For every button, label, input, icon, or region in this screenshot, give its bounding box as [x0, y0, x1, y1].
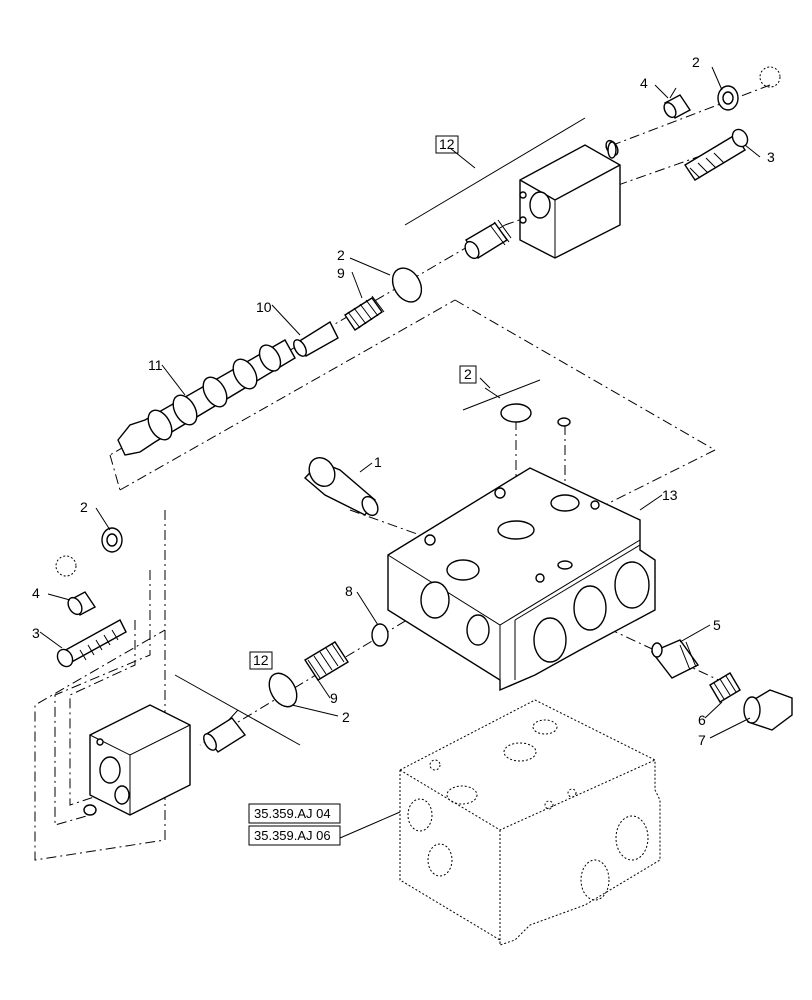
bracket-2-mid	[462, 379, 541, 411]
callout-labels: 1 2 3 4 2 9 10 11 2 4 3 8 9 2 13 5 6 7 1…	[32, 54, 775, 748]
callout-2-mid: 2	[464, 366, 472, 382]
callout-12-bottom: 12	[253, 652, 269, 668]
callout-6: 6	[698, 712, 706, 728]
washer-8	[371, 623, 389, 647]
bolt-3-top	[684, 128, 749, 181]
callout-9-top: 9	[337, 265, 345, 281]
callout-3-left: 3	[32, 625, 40, 641]
callout-11: 11	[148, 357, 163, 373]
oring-small-mid	[557, 417, 571, 427]
reference-box-1	[248, 803, 341, 824]
callout-5: 5	[713, 617, 721, 633]
callout-12-top-box	[435, 135, 459, 154]
callout-8: 8	[345, 583, 353, 599]
callout-4-top: 4	[640, 75, 648, 91]
callout-3-top: 3	[767, 149, 775, 165]
oring-2-mid	[500, 403, 532, 423]
callout-1: 1	[374, 454, 382, 470]
spool-11	[117, 339, 296, 456]
leader-lines	[39, 66, 761, 839]
oring-small-top	[607, 141, 617, 159]
callout-2-mid-box	[459, 365, 477, 384]
reference-box-2	[248, 825, 341, 846]
reference-2[interactable]: 35.359.AJ 06	[254, 828, 331, 843]
bolt-3-left	[56, 619, 127, 668]
callout-9-bottom: 9	[330, 690, 338, 706]
callout-4-left: 4	[32, 585, 40, 601]
callout-2-bottom-oring: 2	[342, 709, 350, 725]
valve-body-13	[387, 467, 656, 692]
callout-13: 13	[662, 487, 678, 503]
callout-2-top-oring: 2	[337, 247, 345, 263]
plug-4-left	[67, 591, 97, 616]
bracket-12-top	[404, 117, 586, 226]
plug-1	[303, 456, 379, 517]
callout-12-bottom-box	[249, 651, 273, 670]
callout-2-left-nut: 2	[80, 499, 88, 515]
oring-2-top	[391, 267, 423, 303]
valve-5	[650, 639, 700, 679]
callout-12-top: 12	[439, 136, 455, 152]
reference-labels: 35.359.AJ 04 35.359.AJ 06	[248, 803, 341, 846]
oring-2-bottom	[268, 672, 298, 708]
spring-9-bottom	[304, 641, 349, 681]
pilot-pin-top	[464, 219, 512, 260]
callout-10: 10	[256, 299, 272, 315]
nut-2-top	[717, 66, 781, 111]
plug-7	[743, 689, 793, 731]
spring-9-top	[344, 295, 385, 331]
spring-6	[709, 672, 741, 703]
cap-housing-bottom	[83, 704, 191, 816]
nut-2-left	[55, 527, 123, 577]
washer-10	[293, 320, 339, 357]
callout-2-top-right: 2	[692, 54, 700, 70]
plug-4-top	[663, 87, 692, 119]
reference-valve-body	[399, 699, 661, 946]
callout-7: 7	[698, 732, 706, 748]
reference-1[interactable]: 35.359.AJ 04	[254, 806, 331, 821]
cap-housing-top	[519, 139, 621, 259]
pilot-pin-bottom	[203, 717, 247, 753]
